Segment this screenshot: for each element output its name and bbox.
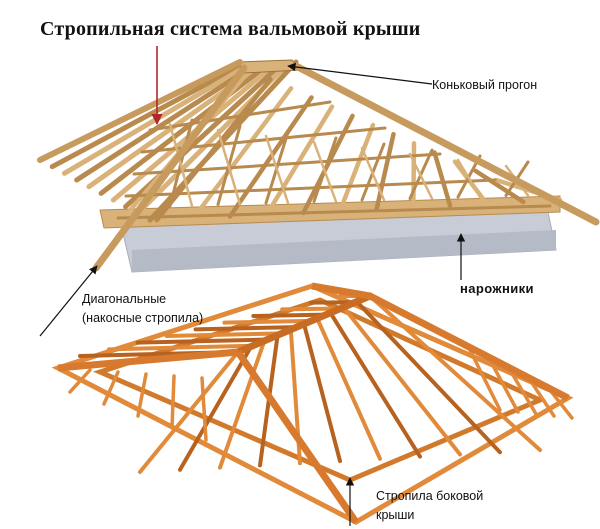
jack-rafter-right: [528, 378, 556, 418]
upper-strut: [216, 128, 242, 206]
side-rafter: [302, 322, 342, 463]
side-rafter-far: [106, 343, 255, 352]
upper-strut: [168, 122, 194, 208]
side-rafter-far: [135, 337, 270, 345]
upper-strut: [264, 134, 290, 205]
side-rafter: [315, 316, 382, 461]
upper-jack-rafter: [432, 150, 453, 208]
hip-rafter-back-left: [37, 59, 243, 163]
jack-rafter-left: [200, 376, 208, 442]
upper-roof-frame: [37, 59, 600, 273]
upper-strut: [408, 152, 434, 200]
upper-jack-rafter: [264, 104, 335, 217]
side-rafter: [218, 338, 267, 470]
jack-rafter-right: [548, 388, 574, 420]
lower-roof-frame: [51, 282, 574, 525]
side-rafter-far: [164, 331, 284, 338]
side-rafter-far: [193, 325, 299, 332]
diagonal-rafters-label-line2: (накосные стропила): [82, 311, 204, 325]
side-rafter-far: [222, 318, 314, 325]
upper-batten: [148, 100, 332, 132]
upper-jack-rafter: [227, 95, 314, 219]
upper-jack-rafter: [411, 141, 417, 210]
upper-common-rafter: [98, 60, 273, 196]
lower-hip-4: [368, 292, 570, 402]
side-rafter: [368, 294, 542, 452]
jack-rafter-left: [68, 368, 92, 394]
side-rafter: [354, 299, 502, 455]
upper-jack-rafter: [337, 122, 376, 214]
side-rafter: [178, 344, 254, 472]
jack-rafter-right: [488, 358, 520, 414]
upper-common-rafter: [74, 60, 260, 183]
upper-strut: [360, 146, 386, 202]
upper-common-rafter: [49, 61, 247, 170]
jack-rafters-label: нарожники: [460, 281, 534, 296]
jack-rafter-right: [468, 348, 502, 412]
upper-rafters: [37, 59, 563, 225]
side-rafters-label-line1: Стропила боковой: [376, 489, 484, 503]
lower-hip-1: [57, 348, 239, 372]
jack-rafter-left: [136, 372, 148, 418]
ridge-purlin-label: Коньковый прогон: [432, 78, 538, 92]
side-rafter-far: [251, 312, 328, 318]
hip-rafter-front-right: [292, 62, 600, 226]
wall-shadow: [132, 230, 556, 272]
lower-ridge: [234, 292, 374, 356]
ridge-purlin-arrow: [287, 62, 433, 85]
upper-strut: [456, 158, 482, 199]
upper-jack-rafter: [154, 76, 273, 223]
upper-jack-rafter: [374, 131, 396, 212]
lower-hip-2: [235, 350, 359, 524]
upper-batten: [116, 204, 552, 220]
hip-rafter-front-left: [92, 64, 248, 272]
side-rafter: [341, 305, 462, 457]
upper-jack-rafter: [473, 168, 526, 205]
jack-rafter-right: [508, 368, 538, 416]
jack-rafter-left: [170, 374, 176, 430]
side-rafter-far: [280, 306, 343, 312]
upper-batten: [132, 152, 442, 176]
diagram-title: Стропильная система вальмовой крыши: [40, 18, 421, 40]
side-rafters-label-line2: крыши: [376, 508, 415, 522]
side-rafter: [138, 350, 240, 474]
diagonal-rafters-label: Диагональные (накосные стропила): [82, 290, 272, 328]
side-rafter: [328, 310, 422, 459]
diagonal-rafters-label-line1: Диагональные: [82, 292, 167, 306]
upper-struts: [168, 118, 530, 208]
diagonal-rafters-arrow: [39, 265, 98, 337]
lower-hip-3: [311, 282, 371, 300]
jack-rafter-left: [102, 370, 120, 406]
side-rafters-label: Стропила боковой крыши: [376, 487, 536, 525]
upper-strut: [312, 140, 338, 203]
